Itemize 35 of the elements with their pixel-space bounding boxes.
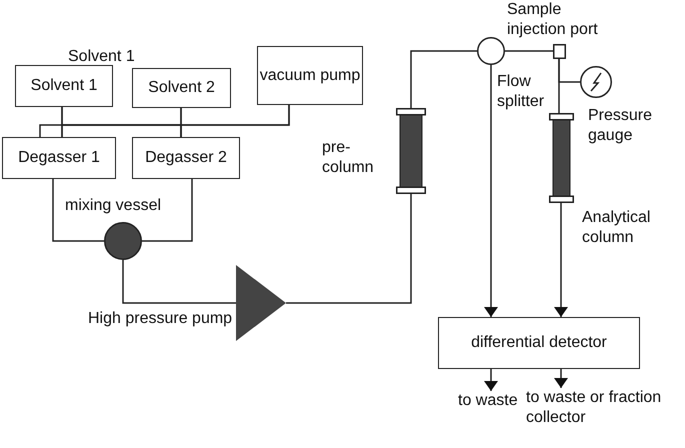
component-label: pre- column	[322, 138, 375, 178]
outlet-label: to waste	[458, 391, 524, 411]
solvent-reservoir-box: Solvent 2	[132, 68, 231, 108]
degasser-box: Degasser 1	[2, 137, 116, 179]
column-drawing	[549, 113, 574, 203]
pipe-line	[180, 105, 290, 137]
component-label: Analytical column	[582, 208, 652, 248]
component-label: Sample injection port	[507, 0, 599, 40]
pipe-line	[505, 50, 553, 52]
arrow	[554, 203, 568, 317]
degasser-box: Degasser 2	[132, 137, 240, 179]
component-label: Flow splitter	[497, 72, 546, 112]
component-label: mixing vessel	[65, 196, 162, 216]
pipe-line	[558, 59, 560, 113]
pipe-line	[286, 194, 412, 304]
arrow	[484, 65, 498, 317]
vacuum-pump-box: vacuum pump	[257, 46, 363, 105]
pipe-line	[410, 50, 477, 108]
detector-box: differential detector	[438, 317, 640, 369]
mixing-vessel-circle	[104, 222, 142, 260]
arrow	[554, 369, 568, 388]
pressure-gauge-icon	[580, 66, 612, 98]
pump-triangle	[236, 265, 286, 341]
injection-port-square	[553, 44, 566, 59]
column-drawing	[396, 108, 426, 194]
pipe-line	[52, 179, 104, 242]
text-label: Solvent 1	[68, 47, 136, 67]
splitter-circle	[477, 37, 505, 65]
pipe-line	[142, 179, 193, 242]
outlet-label: to waste or fraction collector	[526, 388, 684, 428]
component-label: High pressure pump	[88, 309, 234, 329]
component-label: Pressure gauge	[588, 106, 654, 146]
arrow	[484, 369, 498, 391]
solvent-reservoir-box: Solvent 1	[15, 65, 113, 107]
pipe-line	[122, 260, 236, 304]
